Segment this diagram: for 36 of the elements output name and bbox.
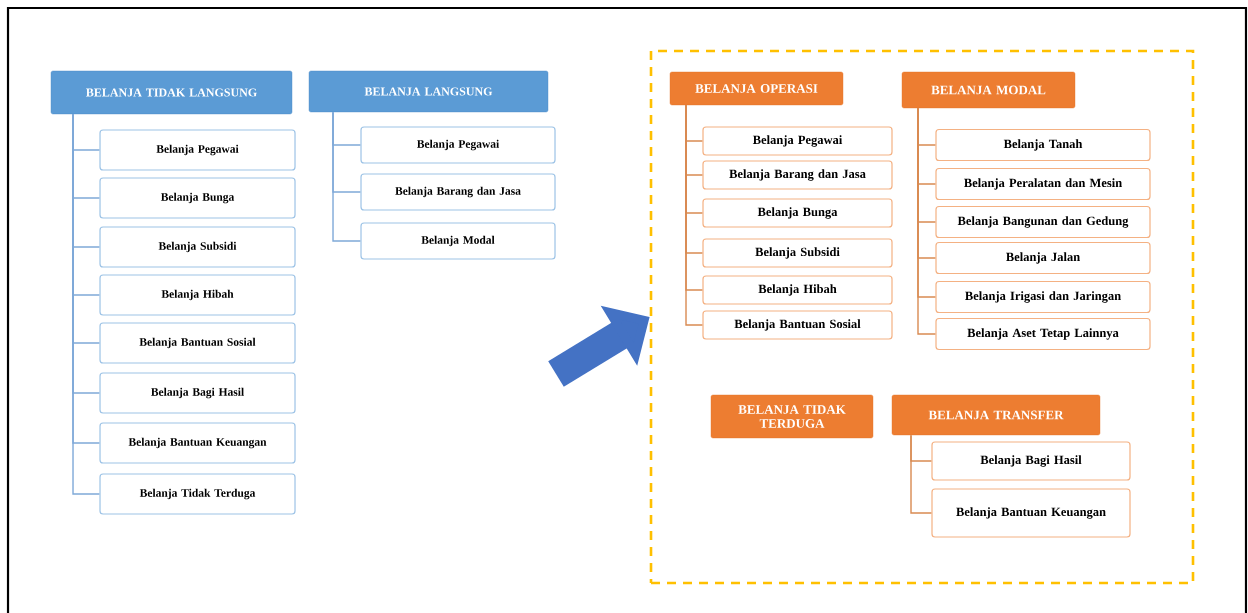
item-box: Belanja Bagi Hasil [99,372,296,414]
item-box: Belanja Pegawai [360,126,556,164]
connector-line [685,104,704,326]
connector-line [332,111,362,242]
item-box: Belanja Tanah [935,128,1151,162]
header-box: BELANJA TRANSFER [891,394,1101,436]
item-box: Belanja Bantuan Sosial [99,322,296,364]
item-box: Belanja Bangunan dan Gedung [935,205,1151,239]
item-box: Belanja Bantuan Keuangan [99,422,296,464]
item-box: Belanja Pegawai [99,129,296,171]
header-box: BELANJA MODAL [901,71,1076,109]
item-box: Belanja Barang dan Jasa [702,160,893,190]
item-box: Belanja Bantuan Sosial [702,310,893,340]
item-box: Belanja Aset Tetap Lainnya [935,317,1151,351]
item-box: Belanja Bunga [99,177,296,219]
item-box: Belanja Modal [360,222,556,260]
header-box: BELANJA TIDAK TERDUGA [710,394,874,439]
item-box: Belanja Jalan [935,241,1151,275]
connector-line [910,434,933,514]
item-box: Belanja Hibah [99,274,296,316]
header-box: BELANJA OPERASI [669,71,844,106]
header-box: BELANJA LANGSUNG [308,70,549,113]
item-box: Belanja Bantuan Keuangan [931,488,1131,538]
item-box: Belanja Subsidi [99,226,296,268]
item-box: Belanja Subsidi [702,238,893,268]
item-box: Belanja Peralatan dan Mesin [935,167,1151,201]
item-box: Belanja Pegawai [702,126,893,156]
item-box: Belanja Hibah [702,275,893,305]
header-box: BELANJA TIDAK LANGSUNG [50,70,293,115]
item-box: Belanja Bagi Hasil [931,441,1131,481]
connector-line [917,107,937,335]
item-box: Belanja Tidak Terduga [99,473,296,515]
item-box: Belanja Barang dan Jasa [360,173,556,211]
item-box: Belanja Irigasi dan Jaringan [935,280,1151,314]
dashed-frame [649,49,1195,585]
item-box: Belanja Bunga [702,198,893,228]
